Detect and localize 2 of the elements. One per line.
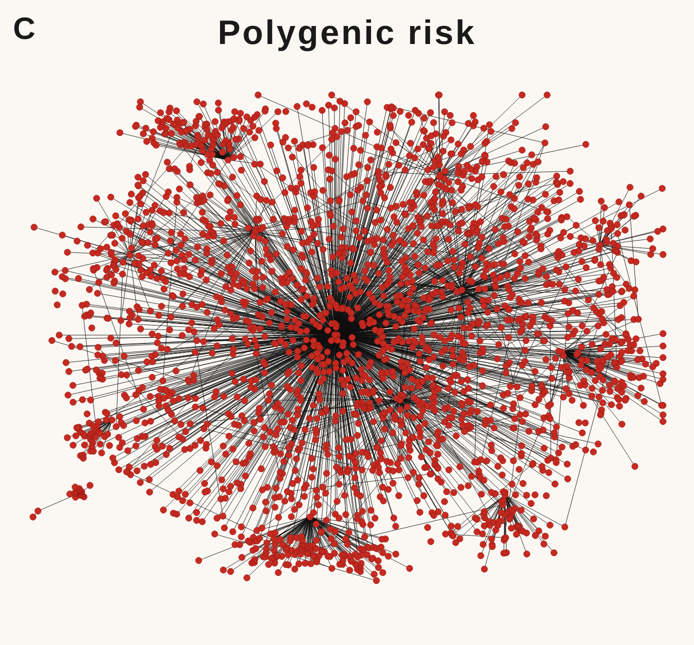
panel-letter: C [13, 11, 36, 47]
diagram-title: Polygenic risk [218, 14, 476, 52]
